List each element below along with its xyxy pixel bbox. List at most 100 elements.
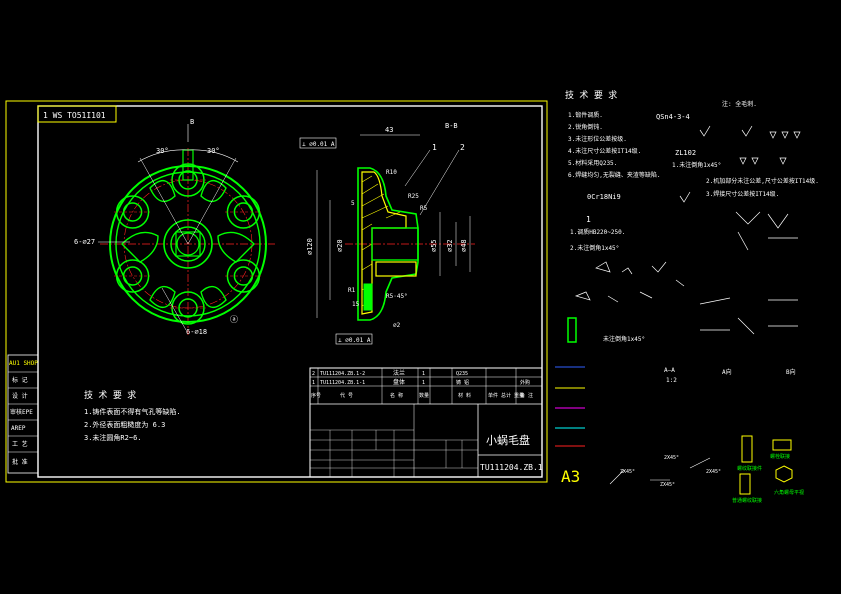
bom-r1-mat: 铸 铝 (456, 379, 469, 386)
dim-d32: ⌀32 (446, 239, 454, 252)
bolt-holes-label: 6-⌀18 (186, 328, 207, 336)
dim-r1: R1 (348, 287, 356, 294)
view-mark-b: B (190, 118, 194, 126)
tech-left-item-2: 3.未注圆角R2~6. (84, 433, 142, 442)
bom-h-1: 代 号 (340, 392, 353, 399)
nut-label-3: 六角螺母平视 (774, 489, 804, 496)
zx3: 2X45° (706, 469, 721, 475)
tolerance-bottom: ⊥ ⌀0.01 A (338, 337, 371, 344)
zx1: ZX45° (620, 469, 635, 475)
material-note: 注: 全毛刺. (722, 100, 757, 108)
mat2: ZL102 (675, 149, 696, 157)
bom-r1-code: TU111204.ZB.1-1 (320, 380, 365, 386)
nut-label-1: 螺纹联接件 (737, 465, 762, 472)
angle-left-label: 30° (156, 147, 169, 155)
fastener-icons: 螺纹联接件 螺栓联接 六角螺母平视 普通螺纹联接 (732, 435, 804, 504)
tech-right-item-3: 4.未注尺寸公差按IT14级. (568, 147, 641, 155)
bom-h-2: 名 称 (390, 392, 403, 399)
bom-r0-qty: 1 (422, 371, 425, 377)
side-label-1: 标 记 (12, 376, 28, 384)
side-stamp: AU1 SHOP 标 记 设 计 审核EPE AREP 工 艺 批 准 (7, 354, 39, 474)
chamfer-labels: ZX45° 2X45° 2X45° ZX45° (609, 455, 721, 488)
bom-h-3: 数量 (419, 392, 429, 399)
frame-border (37, 105, 543, 478)
note-c: 3.焊接尺寸公差按IT14级. (706, 190, 779, 198)
dim-r5-45: R5·45° (386, 293, 408, 300)
dim-r10: R10 (386, 169, 397, 176)
dim-15: 15 (352, 301, 360, 308)
section-view: B-B 43 ⊥ ⌀0.01 A ⌀120 ⌀20 ⌀55 ⌀32 ⌀48 (299, 122, 475, 345)
drawing-number: TU111204.ZB.1 (480, 463, 543, 472)
note-f: 未注倒角1x45° (603, 335, 645, 343)
mat1: QSn4-3-4 (656, 113, 690, 121)
tech-right-item-2: 3.未注形位公差按级. (568, 135, 627, 143)
bom-r0-name: 法兰 (393, 369, 405, 377)
side-label-0: AU1 SHOP (9, 360, 38, 367)
dim-5: 5 (351, 200, 355, 207)
dim-d55: ⌀55 (430, 239, 438, 252)
view-labels: A—A 1:2 A向 B向 (664, 367, 796, 384)
tolerance-top: ⊥ ⌀0.01 A (302, 141, 335, 148)
side-label-6: 批 准 (12, 458, 28, 466)
mat3: 0Cr18Ni9 (587, 193, 621, 201)
tech-notes-left: 技 术 要 求 1.铸件表面不得有气孔等缺陷. 2.外径表面粗糙度为 6.3 3… (84, 389, 181, 442)
tech-right-heading: 技 术 要 求 (565, 89, 617, 101)
zx2: 2X45° (664, 455, 679, 461)
nut-label-2: 螺栓联接 (770, 453, 790, 460)
note-e: 2.未注倒角1x45° (570, 244, 619, 252)
dim-r5: R5 (420, 205, 428, 212)
tech-notes-right: 技 术 要 求 1.锻件调质. 2.锐角倒钝. 3.未注形位公差按级. 4.未注… (565, 89, 819, 343)
dim-d120: ⌀120 (306, 238, 314, 255)
symbol-library (574, 125, 801, 335)
tech-left-item-0: 1.铸件表面不得有气孔等缺陷. (84, 407, 181, 416)
tech-right-item-4: 5.材料采用Q235. (568, 159, 617, 167)
tech-right-item-0: 1.锻件调质. (568, 111, 603, 119)
bom-r1-no: 1 (312, 380, 315, 386)
section-label: B-B (445, 122, 458, 130)
surface-mark: ⓐ (230, 315, 238, 324)
big-1: 1 (586, 215, 591, 224)
bom-r1-qty: 1 (422, 380, 425, 386)
code-box-text: 1 WS TO51I101 (43, 111, 106, 120)
tech-right-item-5: 6.焊缝均匀,无裂缝、夹渣等缺陷. (568, 171, 660, 179)
dim-d48: ⌀48 (460, 239, 468, 252)
tech-left-heading: 技 术 要 求 (84, 389, 136, 401)
nut-label-4: 普通螺纹联接 (732, 497, 762, 504)
tech-right-item-1: 2.锐角倒钝. (568, 123, 603, 131)
side-label-4: AREP (11, 425, 26, 432)
bom-h-6: 备 注 (520, 392, 533, 399)
dim-r25: R25 (408, 193, 419, 200)
note-d: 1.调质HB220~250. (570, 228, 625, 236)
view-aa: A—A (664, 367, 675, 374)
view-b: B向 (786, 368, 796, 376)
bom-r1-name: 盘体 (393, 378, 405, 386)
drawing-title: 小蜗毛盘 (486, 433, 530, 447)
angle-right-label: 30° (207, 147, 220, 155)
code-box (37, 105, 117, 123)
note-b: 2.机加部分未注公差,尺寸公差按IT14级. (706, 177, 819, 185)
bom-h-4: 材 料 (458, 392, 471, 399)
front-view: 30° 30° B 6-⌀27 6-⌀18 ⓐ (74, 118, 275, 336)
layer-legend (555, 366, 585, 447)
sheet-size: A3 (561, 467, 580, 486)
side-label-2: 设 计 (12, 392, 28, 400)
bom-r1-note: 外购 (520, 379, 530, 386)
bom-r0-mat: Q235 (456, 371, 468, 377)
dim-top: 43 (385, 126, 393, 134)
side-label-3: 审核EPE (10, 408, 33, 416)
bom-h-0: 序号 (311, 392, 321, 399)
note-a: 1.未注倒角1x45° (672, 161, 721, 169)
sheet-border (5, 100, 548, 483)
tech-left-item-1: 2.外径表面粗糙度为 6.3 (84, 420, 165, 429)
bom-r0-code: TU111204.ZB.1-2 (320, 371, 365, 377)
scale: 1:2 (666, 377, 677, 384)
side-label-5: 工 艺 (12, 440, 28, 448)
holes-label: 6-⌀27 (74, 238, 95, 246)
bom-h-5: 单件 总计 重量 (488, 392, 524, 399)
balloon-1: 1 (432, 143, 437, 152)
zx4: ZX45° (660, 482, 675, 488)
marker-icon (567, 317, 577, 343)
bom-r0-no: 2 (312, 371, 315, 377)
view-a: A向 (722, 368, 732, 376)
